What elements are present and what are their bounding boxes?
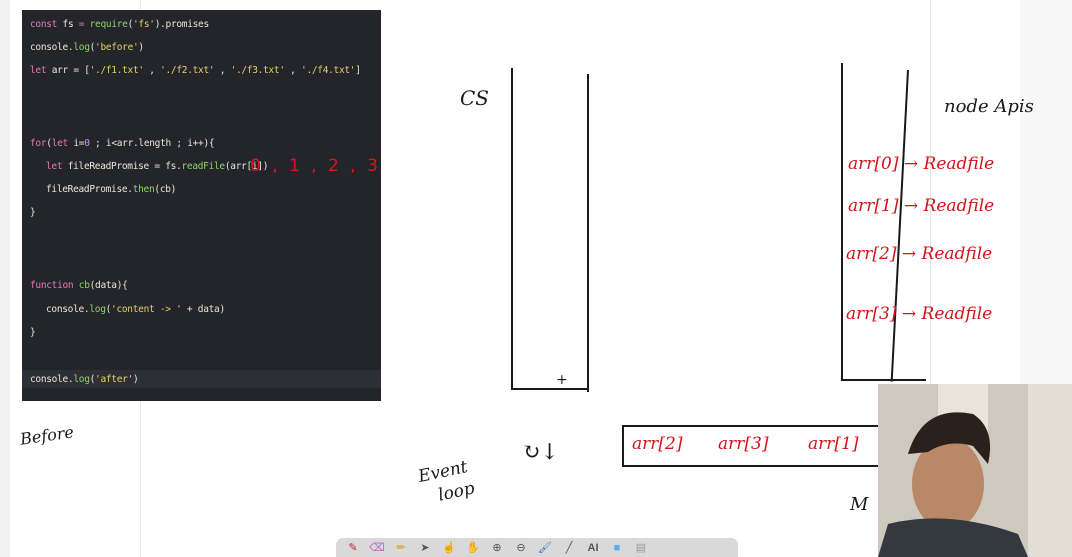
code-line: console.log('before') (30, 42, 144, 53)
stack-mark: + (556, 372, 568, 388)
queue-item: arr[2] (632, 434, 683, 454)
whiteboard-icon[interactable]: ▤ (635, 542, 647, 554)
before-note: Before (18, 422, 75, 449)
left-margin (0, 0, 10, 557)
code-line: console.log('content -> ' + data) (46, 304, 225, 315)
call-stack-left-wall (511, 68, 513, 388)
loop-index-annotation: 0 , 1 , 2 , 3 (250, 156, 381, 176)
api-call-row: arr[3] → Readfile (846, 304, 993, 324)
highlighter-icon[interactable]: ✏ (396, 542, 406, 554)
eraser-icon[interactable]: ⌫ (369, 542, 385, 554)
node-apis-label: node Apis (944, 96, 1034, 117)
event-loop-label: loop (436, 478, 477, 506)
line-icon[interactable]: ╱ (565, 542, 573, 554)
call-stack-right-wall (587, 74, 589, 392)
annotation-toolbar: ✎ ⌫ ✏ ➤ ☝ ✋ ⊕ ⊖ 🖌 ╱ AI ■ ▤ (336, 538, 738, 557)
partial-label: M (850, 494, 869, 515)
event-loop-cycle-icon: ↻↓ (522, 440, 559, 465)
queue-item: arr[3] (718, 434, 769, 454)
code-line: console.log('after') (30, 374, 139, 385)
code-line: const fs = require('fs').promises (30, 19, 209, 30)
queue-item: arr[1] (808, 434, 859, 454)
hand-icon[interactable]: ✋ (466, 542, 480, 554)
webcam-overlay (878, 384, 1072, 557)
presenter-video (878, 384, 1072, 557)
callback-queue (622, 425, 882, 467)
api-call-row: arr[1] → Readfile (848, 196, 995, 216)
code-line: } (30, 207, 36, 218)
page-divider (930, 0, 931, 557)
node-apis-left-wall (841, 63, 843, 381)
current-line-highlight (22, 370, 381, 388)
call-stack-base (511, 388, 589, 390)
pen-icon[interactable]: ✎ (348, 542, 358, 554)
pointer-icon[interactable]: ➤ (420, 542, 430, 554)
text-icon[interactable]: AI (587, 541, 599, 554)
api-call-row: arr[2] → Readfile (846, 244, 993, 264)
api-call-row: arr[0] → Readfile (848, 154, 995, 174)
code-editor: const fs = require('fs').promises consol… (22, 10, 381, 401)
code-line: for(let i=0 ; i<arr.length ; i++){ (30, 138, 215, 149)
code-line: function cb(data){ (30, 280, 128, 291)
brush-icon[interactable]: 🖌 (538, 542, 552, 554)
node-apis-right-wall (890, 69, 909, 382)
node-apis-base (841, 379, 926, 381)
code-line: } (30, 327, 36, 338)
rectangle-icon[interactable]: ■ (613, 541, 621, 554)
code-line: let arr = ['./f1.txt' , './f2.txt' , './… (30, 65, 361, 76)
code-line: fileReadPromise.then(cb) (46, 184, 177, 195)
hand-pointer-icon[interactable]: ☝ (442, 542, 456, 554)
zoom-out-icon[interactable]: ⊖ (516, 542, 526, 554)
code-line: let fileReadPromise = fs.readFile(arr[i]… (46, 161, 269, 172)
zoom-in-icon[interactable]: ⊕ (492, 542, 502, 554)
call-stack-label: CS (460, 86, 490, 110)
